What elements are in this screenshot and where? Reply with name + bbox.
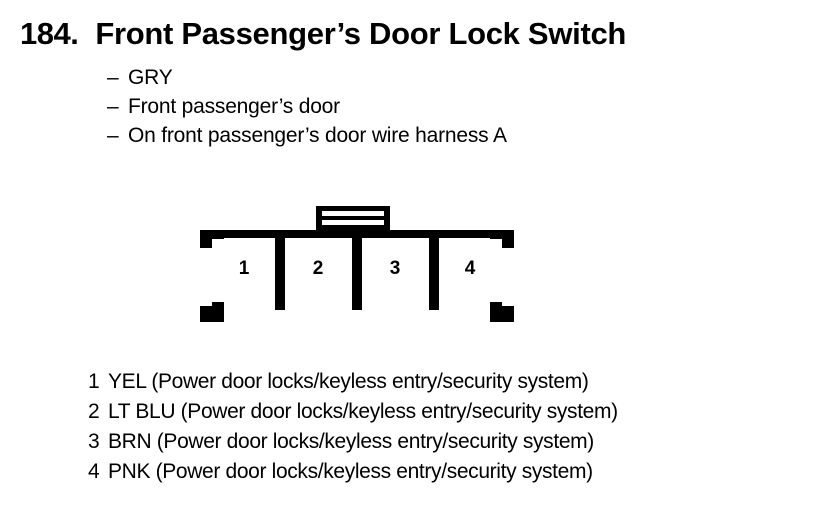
connector-body-outline bbox=[200, 230, 514, 322]
connector-edge-steps bbox=[200, 230, 514, 310]
legend-pin-number: 1 bbox=[88, 370, 100, 393]
pin-number-3: 3 bbox=[390, 258, 401, 279]
component-attribute-list: – GRY – Front passenger’s door – On fron… bbox=[107, 66, 707, 153]
list-item: – GRY bbox=[107, 66, 707, 95]
connector-drawing: 1 2 3 4 bbox=[200, 206, 514, 322]
pin-number-2: 2 bbox=[313, 258, 324, 279]
legend-row: 3 BRN (Power door locks/keyless entry/se… bbox=[88, 430, 788, 460]
legend-row: 1 YEL (Power door locks/keyless entry/se… bbox=[88, 370, 788, 400]
legend-pin-description: BRN (Power door locks/keyless entry/secu… bbox=[108, 430, 594, 453]
list-item: – On front passenger’s door wire harness… bbox=[107, 124, 707, 153]
legend-pin-number: 4 bbox=[88, 460, 100, 483]
legend-pin-description: LT BLU (Power door locks/keyless entry/s… bbox=[108, 400, 618, 423]
list-item-label: GRY bbox=[128, 66, 173, 89]
dash-icon: – bbox=[107, 124, 119, 147]
connector-cavities bbox=[212, 238, 502, 310]
list-item: – Front passenger’s door bbox=[107, 95, 707, 124]
page-title: Front Passenger’s Door Lock Switch bbox=[95, 16, 627, 51]
legend-row: 2 LT BLU (Power door locks/keyless entry… bbox=[88, 400, 788, 430]
legend-pin-number: 3 bbox=[88, 430, 100, 453]
page-header: 184. Front Passenger’s Door Lock Switch bbox=[20, 16, 812, 52]
legend-pin-description: YEL (Power door locks/keyless entry/secu… bbox=[108, 370, 589, 393]
list-item-label: On front passenger’s door wire harness A bbox=[128, 124, 507, 147]
dash-icon: – bbox=[107, 95, 119, 118]
pin-legend: 1 YEL (Power door locks/keyless entry/se… bbox=[88, 370, 788, 490]
dash-icon: – bbox=[107, 66, 119, 89]
pin-number-1: 1 bbox=[239, 258, 250, 279]
legend-pin-number: 2 bbox=[88, 400, 100, 423]
connector-latch-tab bbox=[316, 206, 390, 230]
legend-row: 4 PNK (Power door locks/keyless entry/se… bbox=[88, 460, 788, 490]
section-number: 184. bbox=[20, 16, 79, 51]
pin-number-4: 4 bbox=[465, 258, 476, 279]
legend-pin-description: PNK (Power door locks/keyless entry/secu… bbox=[108, 460, 593, 483]
list-item-label: Front passenger’s door bbox=[128, 95, 340, 118]
connector-diagram: 1 2 3 4 bbox=[190, 196, 530, 331]
